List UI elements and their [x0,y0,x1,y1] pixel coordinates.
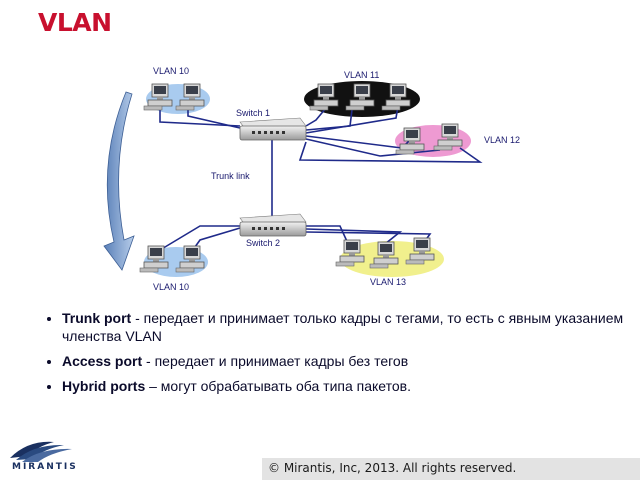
footer-bar [262,458,640,480]
vlan11-label: VLAN 11 [344,70,379,80]
vlan10-top-label: VLAN 10 [153,66,189,76]
term: Hybrid ports [62,378,146,394]
vlan10-bottom-label: VLAN 10 [153,282,189,292]
term: Trunk port [62,310,132,326]
switch1-label: Switch 1 [236,108,270,118]
trunk-link-label: Trunk link [211,171,250,181]
list-item: Trunk port - передает и принимает только… [62,309,632,345]
list-item: Access port - передает и принимает кадры… [62,352,632,370]
logo-text: MIRANTIS [12,462,78,472]
mirantis-logo-icon [10,441,72,462]
pc-icon [335,239,365,267]
description: - передает и принимает кадры без тегов [142,353,409,369]
description: – могут обрабатывать оба типа пакетов. [145,378,411,394]
slide-title: VLAN [38,8,112,37]
list-item: Hybrid ports – могут обрабатывать оба ти… [62,377,632,395]
vlan13-label: VLAN 13 [370,277,406,287]
copyright: © Mirantis, Inc, 2013. All rights reserv… [268,461,517,475]
network-diagram: VLAN 10 VLAN 11 VLAN 12 Switch 1 Trunk l… [103,66,520,292]
vlan12-label: VLAN 12 [484,135,520,145]
description: - передает и принимает только кадры с те… [62,310,624,344]
pc-icon [139,245,169,273]
curved-arrow-icon [103,91,135,271]
bullet-list: Trunk port - передает и принимает только… [42,309,632,402]
switch1-icon [239,117,307,141]
switch2-label: Switch 2 [246,238,280,248]
term: Access port [62,353,143,369]
switch2-icon [239,213,307,237]
